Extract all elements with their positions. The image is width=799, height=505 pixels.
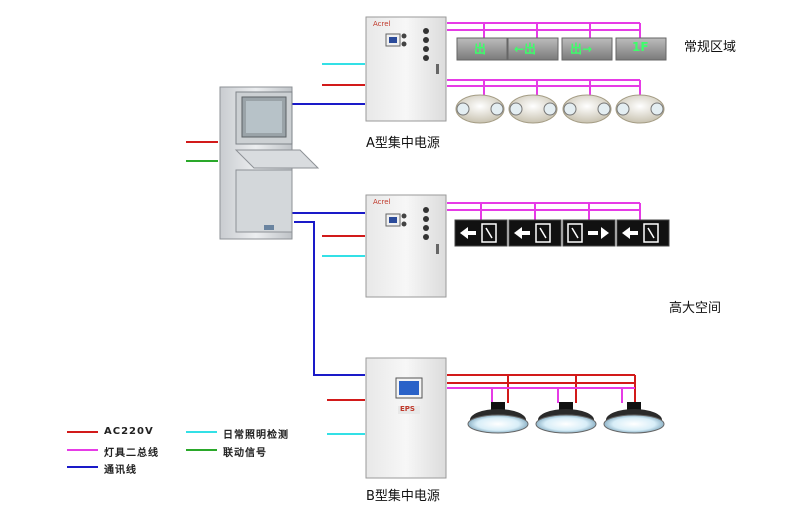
twin-head-lamp (615, 94, 665, 124)
brand-logo-a1: Acrel (373, 20, 391, 28)
indicator-sign (456, 37, 508, 61)
bus-a1-signs (447, 22, 641, 38)
zone-label-regular: 常规区域 (684, 40, 737, 55)
twin-head-lamp (562, 94, 612, 124)
power-box-a1 (365, 16, 447, 122)
eps-badge: EPS (400, 405, 415, 413)
sign-text-3: 出→ (570, 42, 593, 56)
power-box-a2 (365, 194, 447, 298)
legend-label-detect: 日常照明检测 (223, 430, 289, 441)
high-space-exit-signs (454, 219, 670, 247)
regular-zone-lamps (455, 94, 665, 124)
legend-swatches (67, 431, 217, 468)
zone-label-high-space: 高大空间 (669, 301, 722, 316)
high-bay-lamps (467, 402, 665, 434)
regular-zone-signs (456, 37, 667, 61)
sign-text-1: 出 (474, 42, 487, 56)
sign-text-2: ←出 (514, 42, 537, 56)
bus-a2-signs (447, 202, 641, 220)
exit-sign (508, 219, 562, 247)
indicator-sign (507, 37, 559, 61)
power-label-a: A型集中电源 (366, 136, 440, 151)
legend-label-comm: 通讯线 (104, 465, 137, 476)
brand-logo-a2: Acrel (373, 198, 391, 206)
twin-head-lamp (508, 94, 558, 124)
indicator-sign (615, 37, 667, 61)
sign-text-4: 1F (632, 40, 649, 54)
bus-b-lamps (447, 374, 636, 403)
high-bay-lamp (535, 402, 597, 434)
indicator-sign (561, 37, 613, 61)
high-bay-lamp (467, 402, 529, 434)
exit-sign (454, 219, 508, 247)
high-bay-lamp (603, 402, 665, 434)
legend-label-bus: 灯具二总线 (104, 448, 159, 459)
wire-comm-controller-b (294, 221, 365, 376)
power-label-b: B型集中电源 (366, 489, 440, 504)
bus-a1-lamps (447, 79, 641, 95)
power-box-b (365, 357, 447, 479)
legend-label-linkage: 联动信号 (223, 448, 267, 459)
twin-head-lamp (455, 94, 505, 124)
legend-label-ac220v: AC220V (104, 426, 154, 437)
exit-sign (616, 219, 670, 247)
exit-sign (562, 219, 616, 247)
controller-cabinet (219, 86, 320, 240)
